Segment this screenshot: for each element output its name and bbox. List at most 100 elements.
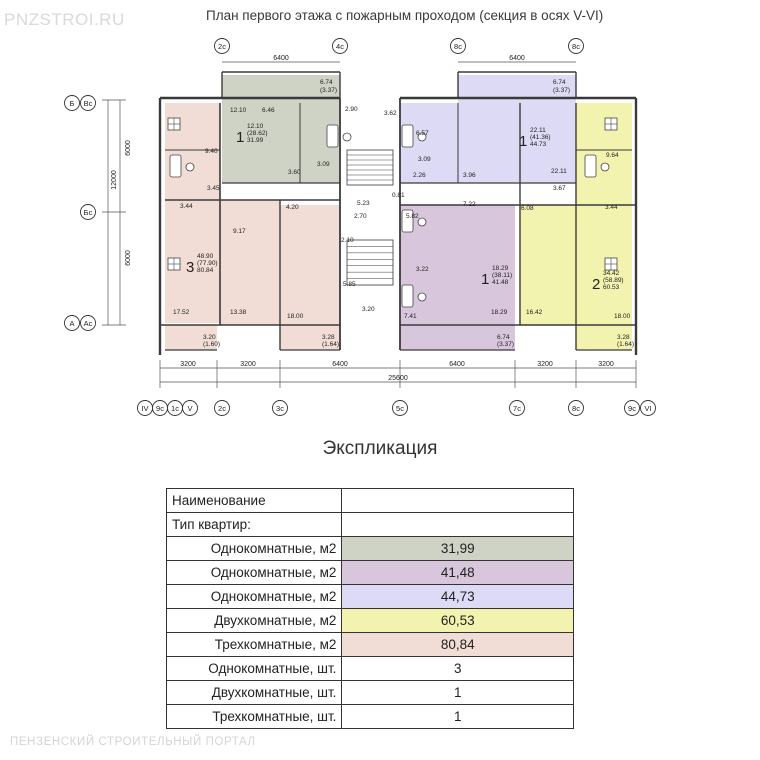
axis-marker (624, 400, 640, 416)
room-fill (280, 325, 340, 350)
apartment-area: 22.11 (530, 127, 546, 134)
apartment-number: 1 (519, 133, 527, 150)
dimension-label: 6400 (332, 361, 348, 368)
explication-row: Двухкомнатные, шт.1 (165, 680, 574, 705)
room-area-label: 6.74 (497, 334, 510, 341)
explication-label: Трехкомнатные, м2 (165, 632, 343, 657)
room-area-label: 3.62 (384, 110, 397, 117)
room-area-label: 3.22 (416, 266, 429, 273)
explication-value: 44,73 (341, 584, 574, 609)
room-fill (220, 200, 280, 325)
axis-label: 2c (218, 42, 226, 51)
room-fill (165, 103, 220, 323)
room-fills (165, 75, 632, 350)
room-area-label: 7.41 (404, 313, 417, 320)
explication-label: Однокомнатные, м2 (165, 536, 343, 561)
axis-marker (214, 38, 230, 54)
axis-label: Бс (84, 208, 93, 217)
apartment-area: 34.42 (603, 270, 620, 277)
dimension-lines (102, 61, 637, 388)
dimension-label: 3200 (598, 361, 614, 368)
room-area-label: 3.45 (207, 185, 220, 192)
axis-label: Б (70, 99, 75, 108)
apartment-area: (28.62) (247, 130, 268, 137)
axis-marker (64, 315, 80, 331)
apartment-area: 44.73 (530, 141, 547, 148)
apartment-area: 80.84 (197, 267, 214, 274)
explication-label: Наименование (165, 488, 343, 513)
dimension-label: 25600 (388, 375, 408, 382)
room-fill (400, 103, 520, 183)
apartment-area: 12.10 (247, 123, 264, 130)
explication-value: 80,84 (341, 632, 574, 657)
plan-title: План первого этажа с пожарным проходом (… (206, 8, 604, 23)
room-fill (520, 103, 576, 183)
room-area-label: 3.44 (180, 203, 193, 210)
explication-label: Двухкомнатные, шт. (165, 680, 343, 705)
toilet-icon (600, 162, 610, 172)
axis-label: 8c (572, 42, 580, 51)
explication-value: 41,48 (341, 560, 574, 585)
room-area-label: 5.85 (343, 281, 356, 288)
room-area-label: 5.23 (357, 200, 370, 207)
dimension-label: 6400 (273, 55, 289, 62)
axis-label: 8c (572, 404, 580, 413)
apartment-number: 1 (481, 271, 489, 288)
axis-label: Вс (84, 99, 93, 108)
axis-marker (64, 95, 80, 111)
apartment-area: (41.36) (530, 134, 551, 141)
dimension-label: 12000 (111, 170, 118, 190)
bathtub-icon (401, 284, 414, 308)
axis-label: 3c (276, 404, 284, 413)
dimension-label: 6400 (449, 361, 465, 368)
room-area-label: 3.60 (288, 169, 301, 176)
site-logo: PNZSTROI.RU (4, 10, 125, 29)
explication-label: Однокомнатные, м2 (165, 560, 343, 585)
explication-value: 1 (341, 680, 574, 705)
toilet-icon (185, 162, 195, 172)
axis-label: 1c (171, 404, 179, 413)
room-area-label: 3.09 (418, 156, 431, 163)
axis-label: 2c (218, 404, 226, 413)
apartment-number: 2 (592, 276, 600, 293)
explication-label: Однокомнатные, м2 (165, 584, 343, 609)
axis-label: 9c (156, 404, 164, 413)
room-area-label: 6.74 (320, 79, 333, 86)
bathtub-icon (326, 124, 339, 148)
axis-label: Ас (84, 319, 93, 328)
axis-marker (509, 400, 525, 416)
room-area-label: 3.28 (617, 334, 630, 341)
explication-label: Двухкомнатные, м2 (165, 608, 343, 633)
room-area-label: 3.67 (553, 185, 566, 192)
room-area-label: 12.10 (230, 107, 247, 114)
room-area-label: 6.46 (262, 107, 275, 114)
room-area-label: (1.60) (203, 341, 220, 348)
axis-label: IV (141, 404, 148, 413)
room-area-label: 6.57 (416, 130, 429, 137)
room-area-label: 3.96 (463, 172, 476, 179)
dimension-label: 6000 (125, 140, 132, 156)
room-area-label: 9.40 (205, 148, 218, 155)
room-area-label: 3.28 (322, 334, 335, 341)
explication-row: Тип квартир: (165, 512, 574, 537)
apartment-area: (77.90) (197, 260, 218, 267)
room-area-label: 18.00 (614, 313, 631, 320)
room-fill (280, 205, 340, 325)
watermark: ПЕНЗЕНСКИЙ СТРОИТЕЛЬНЫЙ ПОРТАЛ (10, 736, 256, 748)
room-area-label: (3.37) (497, 341, 514, 348)
dimension-label: 3200 (180, 361, 196, 368)
apartment-area: 18.29 (492, 265, 509, 272)
room-fill (576, 325, 632, 350)
explication-value: 3 (341, 656, 574, 681)
explication-value: 1 (341, 704, 574, 729)
room-area-label: 2.70 (354, 213, 367, 220)
dimension-label: 3200 (537, 361, 553, 368)
room-area-label: 16.42 (526, 309, 543, 316)
room-fill (165, 325, 217, 350)
axis-label: 4c (336, 42, 344, 51)
